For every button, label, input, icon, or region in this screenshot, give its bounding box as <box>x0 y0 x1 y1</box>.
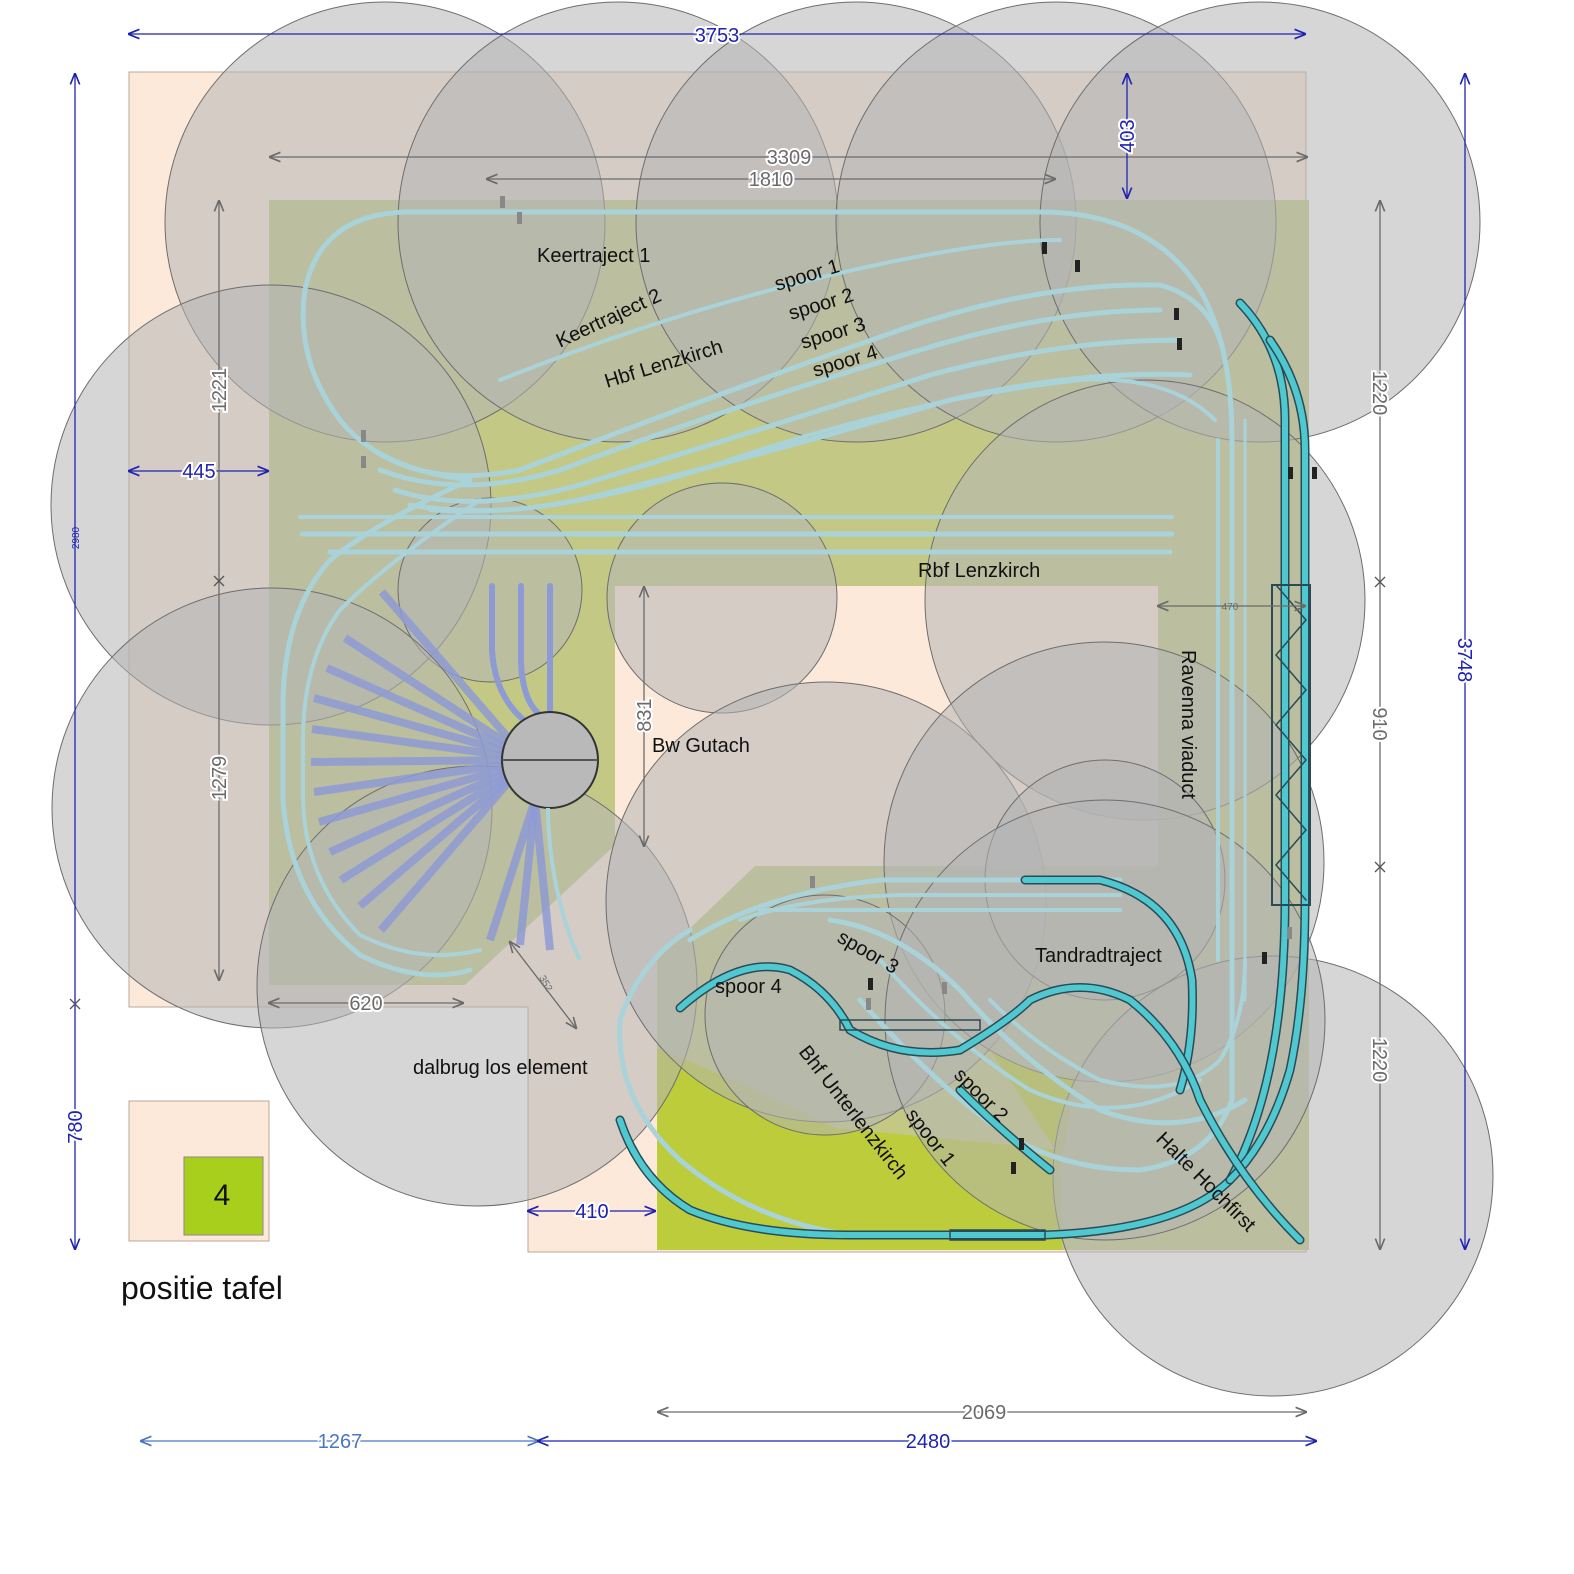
dim-bottom-1267: 1267 <box>318 1431 363 1453</box>
label-tandradtraject: Tandradtraject <box>1035 945 1162 967</box>
dim-470: 470 <box>1222 602 1239 613</box>
dim-right-1220-top: 1220 <box>1368 371 1390 416</box>
turntable-radial-track <box>378 589 514 743</box>
turntable-radial-track <box>486 798 539 942</box>
rack-railway-tracks <box>615 298 1311 1245</box>
turntable-radial-track <box>312 694 512 757</box>
dim-410: 410 <box>575 1201 608 1223</box>
turntable-radial-track <box>338 771 513 884</box>
dim-403: 403 <box>1117 119 1139 152</box>
dim-bottom-2480: 2480 <box>906 1431 951 1453</box>
turntable-radial-track <box>325 664 512 753</box>
label-rbf-lenzkirch: Rbf Lenzkirch <box>918 560 1040 582</box>
turntable-radial-track <box>516 799 539 946</box>
label-ravenna-viaduct: Ravenna viaduct <box>1177 650 1199 799</box>
dim-right-1220-bottom: 1220 <box>1368 1038 1390 1083</box>
turntable-radial-track <box>377 777 514 933</box>
table-position-legend: 4 positie tafel <box>121 1100 283 1306</box>
dim-1221: 1221 <box>209 368 231 413</box>
turntable-radial-track <box>357 774 513 910</box>
dimension-texts: 3753 3309 1810 403 445 1221 1279 620 352… <box>63 23 1477 1455</box>
turntable-radial-tracks <box>310 589 554 951</box>
label-dalbrug: dalbrug los element <box>413 1057 588 1079</box>
turntable-radial-track <box>342 634 513 749</box>
dim-top-total: 3753 <box>695 25 740 47</box>
dim-left-2980: 2980 <box>71 526 82 549</box>
label-bw-gutach: Bw Gutach <box>652 735 750 757</box>
table-number: 4 <box>214 1179 231 1212</box>
dim-1279: 1279 <box>209 756 231 801</box>
dim-left-780: 780 <box>65 1110 87 1143</box>
turntable-radial-track <box>310 756 511 766</box>
turntable-radial-track <box>311 725 511 761</box>
track-network <box>280 209 1248 1238</box>
dim-bottom-2069: 2069 <box>962 1402 1007 1424</box>
signals <box>361 196 1317 1174</box>
turntable-radial-track <box>328 767 512 856</box>
dimension-lines <box>69 34 1465 1441</box>
label-unter-spoor-4: spoor 4 <box>715 976 782 998</box>
dim-top-3309: 3309 <box>767 147 812 169</box>
dim-831: 831 <box>634 698 656 731</box>
dim-620: 620 <box>349 993 382 1015</box>
turntable-radial-track <box>313 759 511 796</box>
dim-445: 445 <box>182 461 215 483</box>
turntable-radial-track <box>317 763 512 826</box>
dim-right-3748: 3748 <box>1453 638 1475 683</box>
turntable-radial-track <box>531 799 554 951</box>
label-keertraject-1: Keertraject 1 <box>537 245 650 267</box>
dim-top-1810: 1810 <box>749 169 794 191</box>
positie-tafel-caption: positie tafel <box>121 1270 283 1306</box>
dim-right-910: 910 <box>1368 707 1390 740</box>
turntable-depot <box>310 589 599 961</box>
